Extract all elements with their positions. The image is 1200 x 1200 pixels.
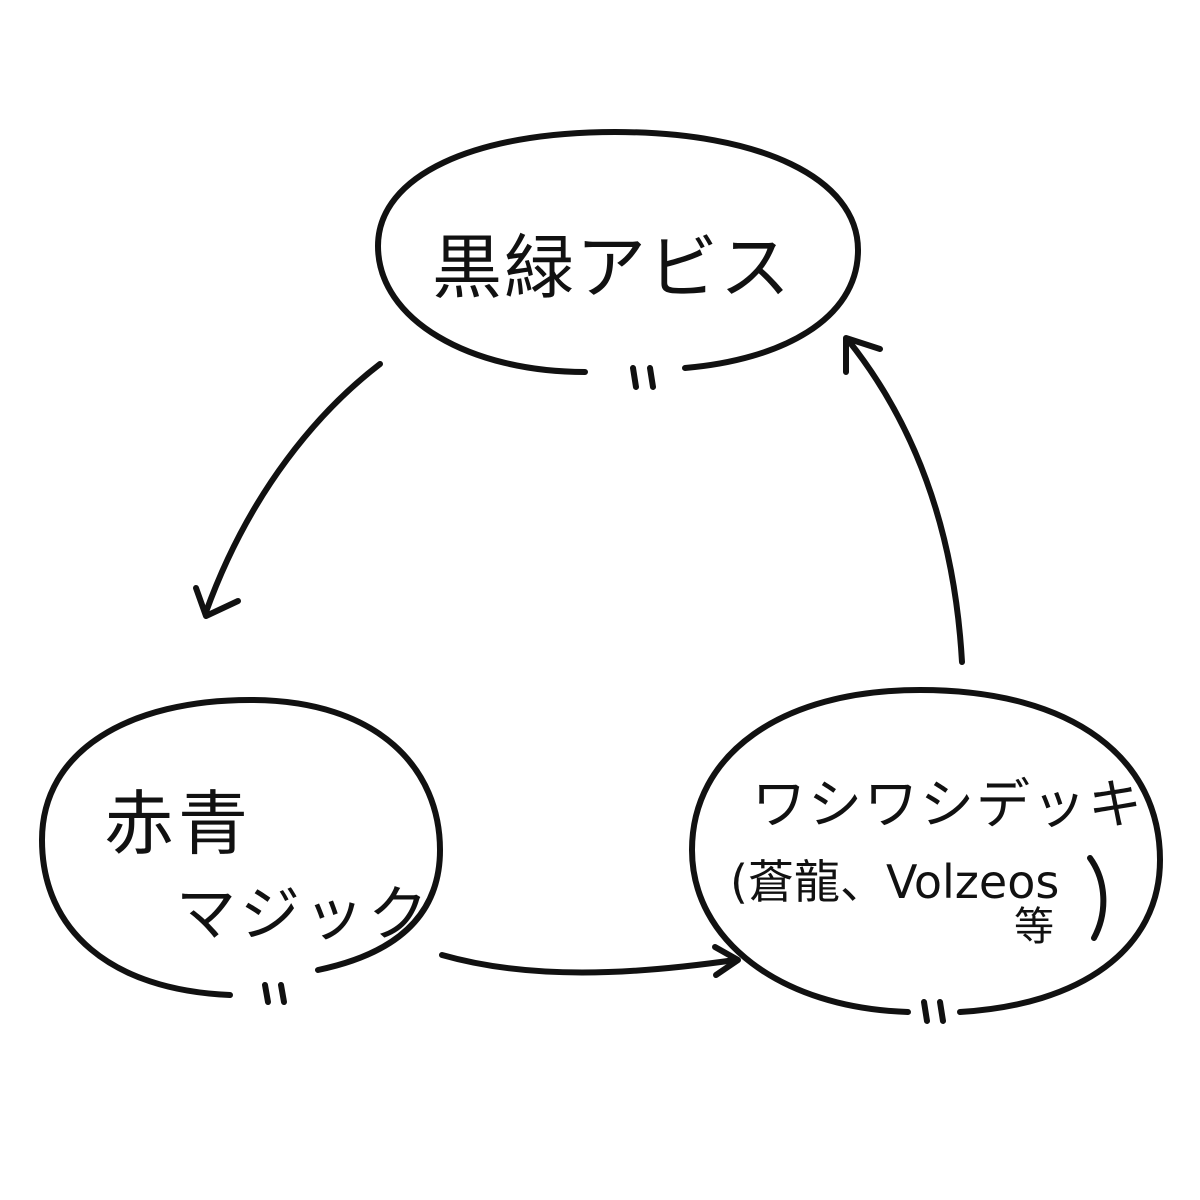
node-right-label-line2: (蒼龍、Volzeos [730,855,1060,909]
node-top-equals [630,365,656,390]
node-top-label: 黒緑アビス [432,227,792,309]
node-right-label-line3: 等 [1014,904,1054,950]
node-left-equals [262,982,287,1005]
node-left-ellipse [39,697,443,998]
node-right-ellipse [689,687,1163,1015]
arrow-left-to-right [439,944,741,978]
node-left-label-line2: マジック [176,880,432,950]
node-left-label-line1: 赤青 [104,783,252,865]
node-right-label-line1: ワシワシデッキ [752,773,1144,836]
node-right-equals [921,999,946,1024]
node-right-close-paren [1087,855,1107,941]
node-top-ellipse [375,129,861,375]
arrow-right-to-top [843,335,965,665]
arrow-top-to-left [193,361,383,619]
